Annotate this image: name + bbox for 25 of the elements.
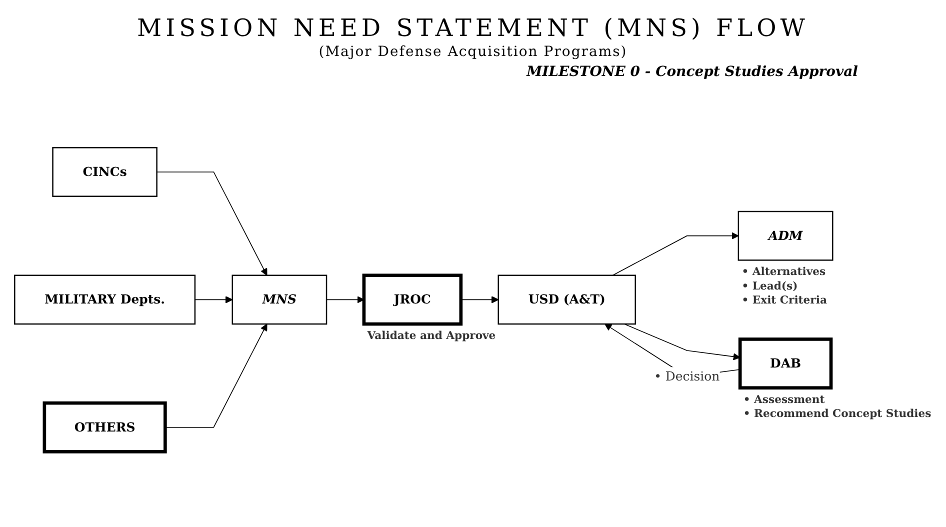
arrow (624, 323, 740, 360)
arrow (460, 296, 499, 304)
subtitle: (Major Defense Acquisition Programs) (318, 44, 628, 60)
node-box: ADM (738, 210, 834, 261)
edge-label: • Decision (654, 368, 720, 384)
arrow (326, 296, 364, 304)
node-box: USD (A&T) (498, 274, 636, 324)
note-text: • Exit Criteria (742, 293, 827, 306)
arrow (164, 324, 268, 428)
node-box: JROC (362, 274, 463, 326)
node-box: MNS (232, 274, 328, 324)
note-text: • Lead(s) (742, 279, 798, 292)
arrow (194, 296, 233, 304)
milestone-note: MILESTONE 0 - Concept Studies Approval (526, 64, 858, 80)
node-box: OTHERS (42, 401, 167, 454)
note-text: • Assessment (743, 392, 825, 406)
note-text: • Recommend Concept Studies (743, 406, 932, 420)
note-text: • Alternatives (742, 264, 826, 278)
node-box: DAB (738, 337, 833, 390)
title: MISSION NEED STATEMENT (MNS) FLOW (137, 14, 809, 42)
note-text: Validate and Approve (367, 328, 496, 342)
arrow (612, 232, 739, 276)
node-box: MILITARY Depts. (14, 274, 196, 324)
arrow (156, 171, 268, 276)
node-box: CINCs (52, 146, 158, 197)
